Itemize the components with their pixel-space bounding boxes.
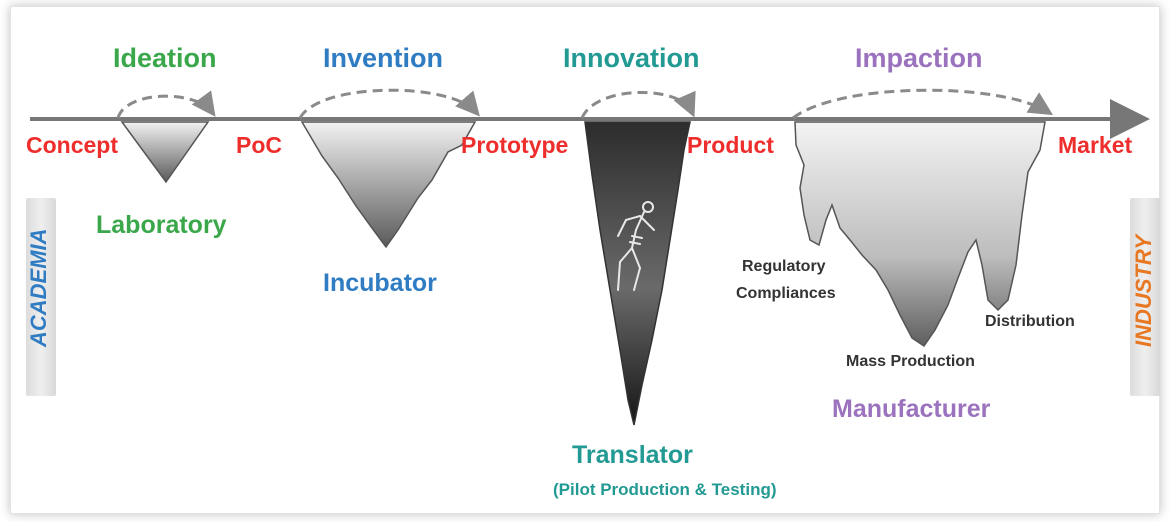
role-manufacturer: Manufacturer bbox=[832, 395, 991, 423]
stage-ideation: Ideation bbox=[113, 43, 217, 73]
industry-panel bbox=[1130, 198, 1160, 396]
innovation-arc bbox=[580, 90, 696, 119]
milestone-prototype: Prototype bbox=[461, 132, 569, 158]
stage-innovation: Innovation bbox=[563, 43, 700, 73]
impaction-arc bbox=[792, 88, 1054, 120]
milestone-poc: PoC bbox=[236, 132, 282, 158]
label-compliances: Compliances bbox=[736, 285, 836, 302]
ideation-arc bbox=[116, 90, 216, 119]
academia-panel bbox=[26, 198, 56, 396]
academia-label: ACADEMIA bbox=[26, 228, 51, 347]
label-mass-production: Mass Production bbox=[846, 353, 975, 370]
label-regulatory: Regulatory bbox=[742, 258, 826, 275]
laboratory-valley bbox=[120, 121, 210, 184]
skeleton-icon bbox=[617, 201, 655, 291]
industry-label: INDUSTRY bbox=[1131, 234, 1156, 347]
incubator-valley bbox=[300, 121, 477, 249]
invention-arc bbox=[298, 88, 480, 119]
manufacturer-valley bbox=[794, 121, 1046, 348]
stage-invention: Invention bbox=[323, 43, 443, 73]
stage-impaction: Impaction bbox=[855, 43, 983, 73]
milestone-product: Product bbox=[687, 132, 774, 158]
role-translator: Translator bbox=[572, 441, 693, 469]
label-distribution: Distribution bbox=[985, 313, 1075, 330]
role-translator-subtitle: (Pilot Production & Testing) bbox=[553, 480, 777, 499]
role-laboratory: Laboratory bbox=[96, 211, 227, 239]
milestone-concept: Concept bbox=[26, 132, 118, 158]
role-incubator: Incubator bbox=[323, 269, 437, 297]
milestone-market: Market bbox=[1058, 132, 1133, 158]
